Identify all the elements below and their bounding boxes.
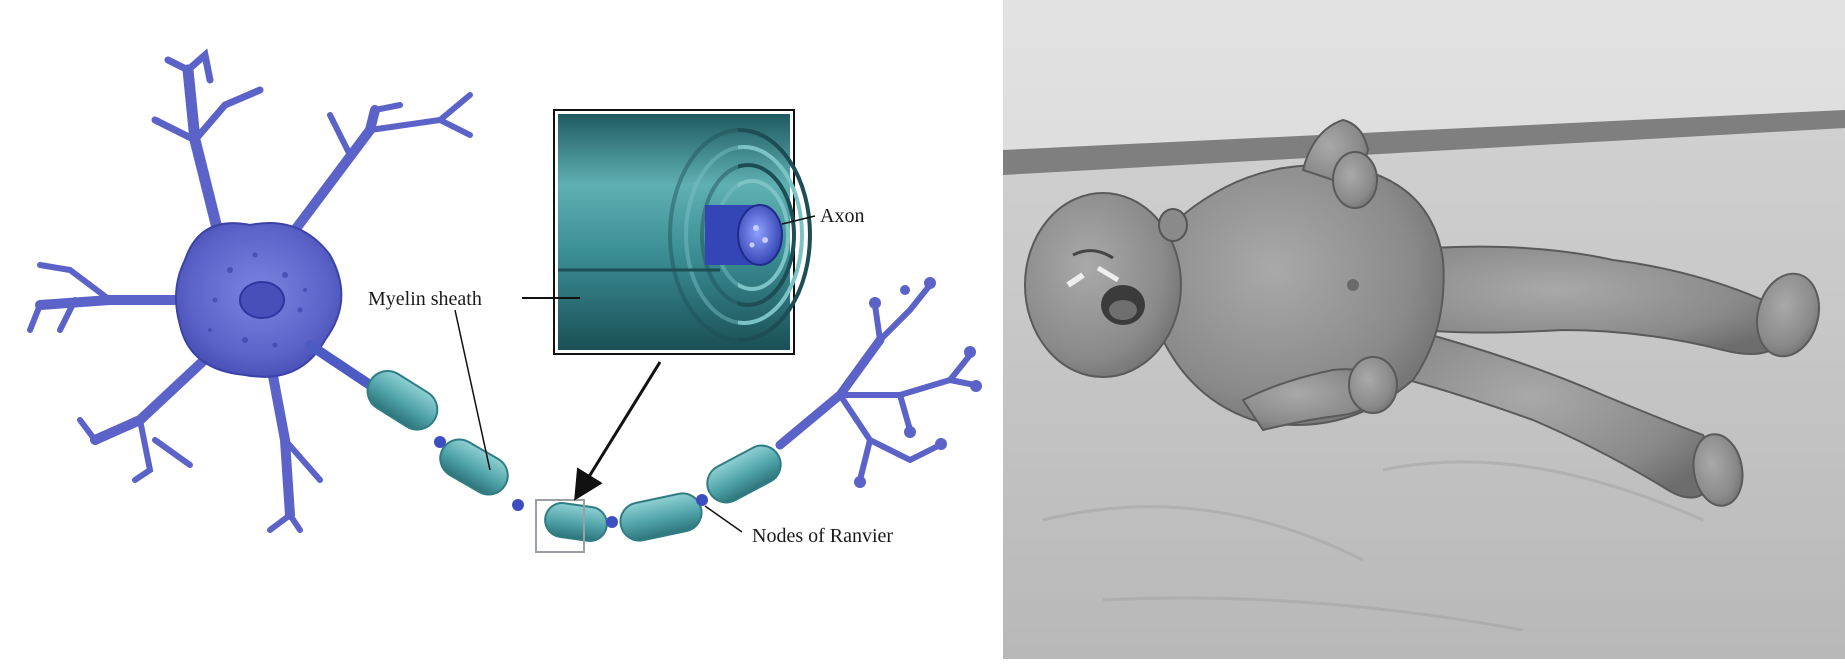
myelin-segment — [543, 501, 609, 543]
node-of-ranvier — [512, 499, 524, 511]
node-of-ranvier — [606, 516, 618, 528]
myelin-segments — [360, 363, 787, 544]
label-axon: Axon — [820, 205, 864, 227]
nodes-leader-line — [705, 506, 742, 532]
axon-hillock — [310, 345, 370, 385]
node-of-ranvier — [696, 494, 708, 506]
myelin-segment — [701, 439, 788, 509]
myelin-segment — [617, 490, 705, 544]
neuron-diagram-panel: Axon Myelin sheath Nodes of Ranvier — [0, 0, 1003, 659]
infant-photo — [1003, 0, 1845, 659]
label-nodes-of-ranvier: Nodes of Ranvier — [752, 525, 893, 547]
node-of-ranvier — [434, 436, 446, 448]
axon-core — [705, 205, 782, 265]
infant-photo-panel — [1003, 0, 1845, 659]
neuron-diagram: Axon Myelin sheath Nodes of Ranvier — [0, 0, 1003, 659]
nucleus — [240, 282, 284, 318]
myelin-segment — [360, 363, 445, 437]
myelin-cross-section-inset — [554, 110, 810, 354]
axon-terminals — [780, 285, 975, 480]
zoom-arrow — [582, 362, 660, 488]
label-myelin-sheath: Myelin sheath — [368, 288, 482, 310]
